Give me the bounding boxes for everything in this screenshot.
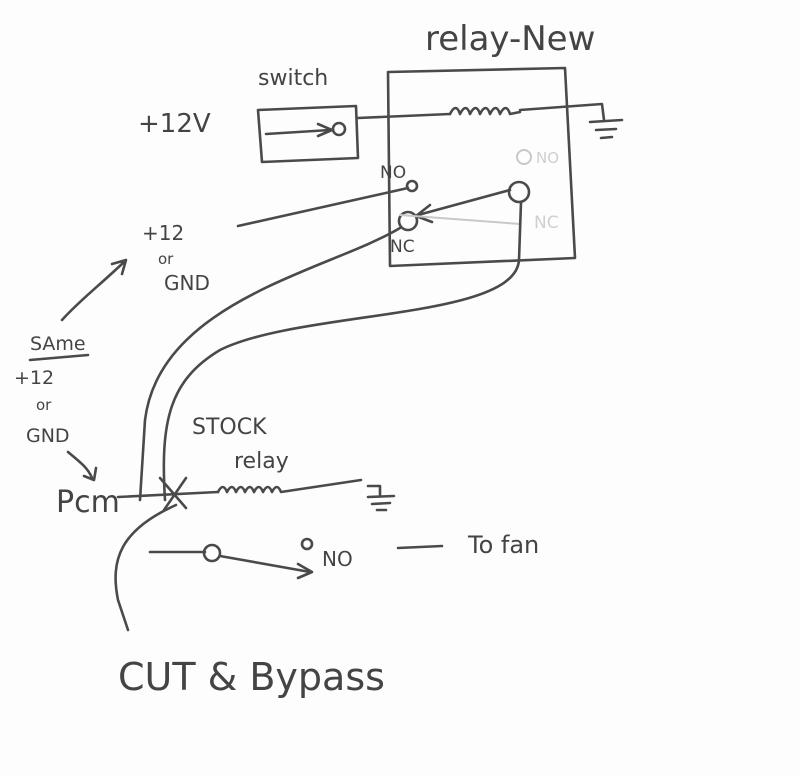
same-label-line1: SAme xyxy=(30,333,86,355)
common-contact xyxy=(507,180,531,204)
same-label-line3: or xyxy=(36,396,52,414)
supply-label: +12V xyxy=(138,109,211,139)
stock-switch xyxy=(148,550,314,580)
common-to-stock-wire xyxy=(162,200,523,502)
stock-ground-symbol xyxy=(366,484,396,512)
cut-mark xyxy=(158,476,188,512)
stock-relay-line1: STOCK xyxy=(192,415,267,440)
input-label-line3: GND xyxy=(164,271,210,295)
bypass-wire xyxy=(114,503,178,632)
pcm-label: Pcm xyxy=(56,485,120,520)
no-contact xyxy=(405,179,419,193)
same-label-line4: GND xyxy=(26,425,70,447)
new-relay-coil xyxy=(448,106,522,116)
fan-wire xyxy=(396,544,444,550)
faded-nc-label: NC xyxy=(534,213,559,233)
input-label-line1: +12 xyxy=(142,221,184,245)
stock-relay-coil xyxy=(216,478,363,494)
faded-no-contact xyxy=(516,149,532,165)
ground-symbol xyxy=(588,118,624,140)
same-underline xyxy=(28,353,90,362)
no-label: NO xyxy=(380,163,406,183)
switch-contact xyxy=(331,121,347,137)
input-label-line2: or xyxy=(158,250,174,268)
faded-arrow xyxy=(399,214,521,225)
coil-wire xyxy=(356,102,606,122)
pcm-wire xyxy=(116,490,220,499)
nc-to-pcm-wire xyxy=(138,226,402,502)
stock-no-contact xyxy=(300,537,314,551)
same-label-line2: +12 xyxy=(14,367,54,389)
title-label: relay-New xyxy=(425,19,595,59)
nc-contact xyxy=(397,210,419,232)
switch-box xyxy=(256,104,360,164)
stock-common-contact xyxy=(202,543,222,563)
faded-no-label: NO xyxy=(536,149,559,167)
cut-bypass-label: CUT & Bypass xyxy=(118,655,385,699)
new-relay-box xyxy=(386,66,577,268)
stock-no-label: NO xyxy=(322,547,353,571)
fan-label: To fan xyxy=(467,531,539,559)
arrow-to-pcm xyxy=(66,450,98,482)
input-wire xyxy=(236,186,410,228)
switch-label: switch xyxy=(258,66,328,91)
nc-label: NC xyxy=(390,237,415,257)
arrow-to-input xyxy=(60,258,128,322)
stock-relay-line2: relay xyxy=(234,449,289,474)
